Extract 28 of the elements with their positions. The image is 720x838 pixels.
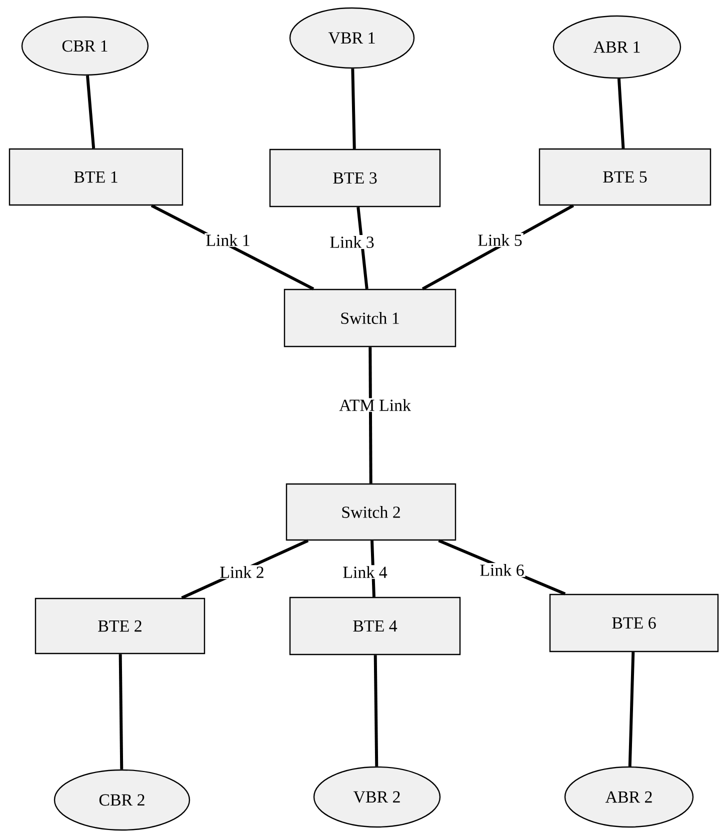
connector-line (351, 68, 356, 149)
node-box: BTE 4 (289, 596, 461, 656)
node-box: BTE 6 (549, 594, 719, 652)
edge-label: ATM Link (338, 398, 412, 412)
edge-label: Link 4 (342, 565, 388, 579)
connector-line (628, 652, 635, 766)
ellipse-node: ABR 2 (564, 766, 694, 828)
ellipse-node: CBR 1 (21, 16, 149, 76)
ellipse-node: VBR 2 (313, 766, 441, 828)
node-box: BTE 3 (269, 148, 441, 208)
ellipse-node: CBR 2 (54, 769, 190, 831)
node-box: BTE 1 (8, 148, 184, 206)
edge-label: Link 5 (476, 233, 524, 247)
connector-line (86, 75, 96, 149)
connector-line (374, 655, 378, 766)
connector-line (617, 78, 625, 148)
edge-label: Link 6 (478, 563, 526, 577)
node-box: BTE 2 (34, 598, 206, 654)
edge-label: Link 1 (204, 233, 252, 247)
ellipse-node: ABR 1 (552, 15, 682, 79)
connector-line (368, 347, 372, 484)
node-box: Switch 2 (286, 483, 456, 541)
edge-label: Link 2 (218, 565, 266, 579)
ellipse-node: VBR 1 (289, 7, 415, 69)
connector-line (118, 654, 124, 770)
node-box: Switch 1 (284, 288, 456, 348)
node-box: BTE 5 (538, 148, 712, 206)
edge-label: Link 3 (328, 235, 376, 249)
